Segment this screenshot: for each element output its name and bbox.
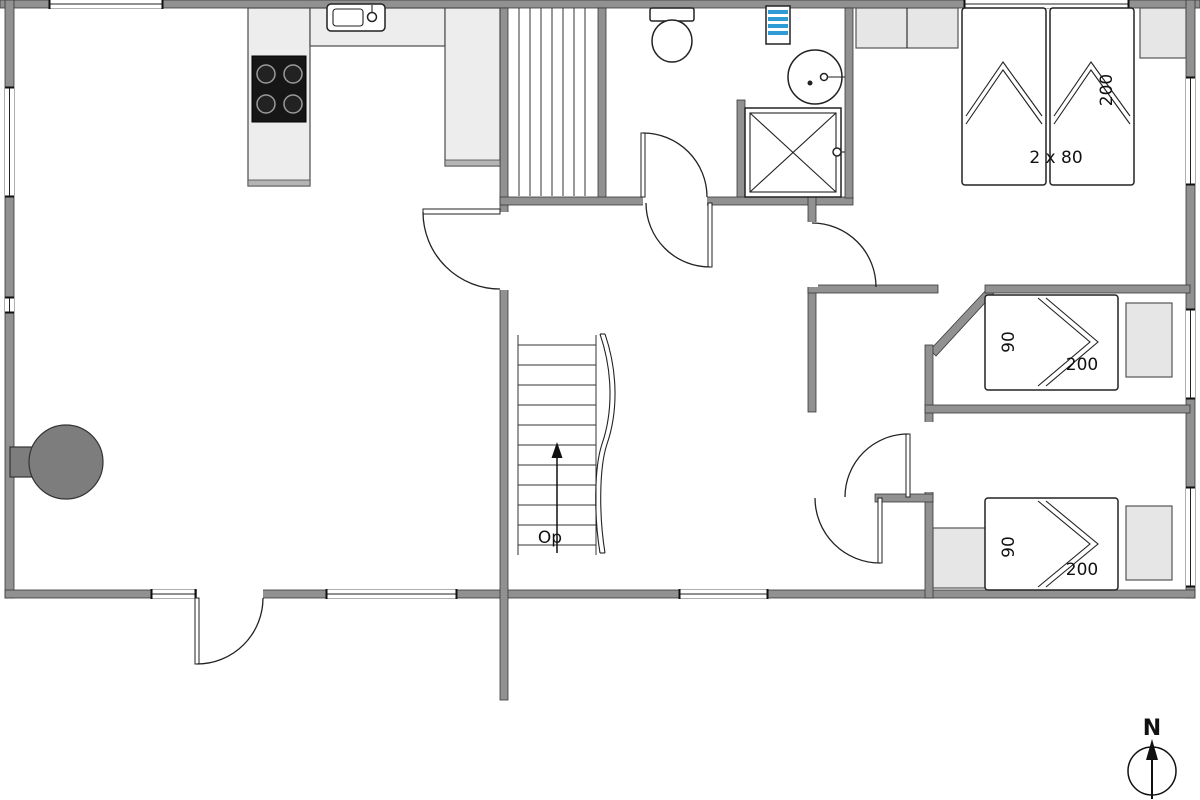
bed-c-width-label: 90 (999, 536, 1019, 558)
bed-a1 (961, 7, 1047, 186)
door-bathroom (645, 202, 713, 268)
window-right-bedroom-a (1186, 76, 1195, 186)
washbasin (787, 49, 845, 105)
bed-b-width-label: 90 (999, 331, 1019, 353)
window-right-bedroom-b (1186, 308, 1195, 400)
counter-end-cap-left (247, 179, 311, 187)
bed-c-length-label: 200 (1066, 560, 1098, 580)
upper-staircase (518, 8, 586, 196)
nightstand-c (1125, 505, 1173, 581)
nightstand-b (1125, 302, 1173, 378)
kitchen-sink (326, 3, 386, 32)
door-bedroom-c (814, 497, 883, 564)
stairs-up-arrow (551, 442, 563, 553)
toilet (649, 7, 695, 63)
bed-a-sizes-label: 2 x 80 (1029, 148, 1082, 168)
wall-stairs-right (597, 7, 607, 199)
stair-handrail (595, 333, 616, 554)
stove (251, 55, 307, 123)
wall-bottom (4, 589, 1196, 599)
stairs-up-label: Op (538, 528, 562, 548)
window-bottom-living (325, 589, 458, 599)
wardrobe (855, 7, 959, 49)
window-left-small (5, 296, 14, 314)
opening-living-room (498, 212, 510, 290)
window-left-large (5, 86, 14, 198)
door-bedroom-b (844, 433, 911, 498)
wall-corridor-stub (874, 493, 934, 503)
doors (194, 132, 911, 665)
nightstand-a (1139, 7, 1187, 59)
lower-staircase: Op (517, 333, 616, 555)
opening-bedroom-a (806, 222, 818, 287)
counter-end-cap-right (444, 159, 501, 167)
bed-a-length-label: 200 (1097, 74, 1117, 106)
wall-hall-vertical (499, 7, 509, 701)
septic-tank (9, 424, 104, 500)
door-wc (640, 132, 708, 198)
door-entrance (194, 597, 264, 665)
kitchen-counter-right (444, 7, 501, 167)
wall-bedroom-a-bottom-left (807, 284, 939, 294)
window-right-bedroom-c (1186, 486, 1195, 588)
compass-rose: N (1127, 716, 1177, 799)
door-openings (197, 195, 935, 600)
windows (5, 0, 1195, 599)
wall-bedrooms-bc-divider (924, 404, 1191, 414)
bed-c (984, 497, 1119, 591)
wall-shower-left (736, 99, 746, 199)
wall-bedroom-a-bottom-right (984, 284, 1191, 294)
door-living-room (422, 208, 501, 290)
north-label: N (1143, 716, 1161, 741)
kitchen (247, 3, 501, 187)
bed-b-length-label: 200 (1066, 355, 1098, 375)
cabinet-c (932, 527, 988, 589)
bed-b (984, 294, 1119, 391)
opening-bedroom-c (923, 422, 935, 492)
window-top-bedroom-a (963, 0, 1130, 9)
bed-a2 (1049, 7, 1135, 186)
compass-arrowhead (1146, 739, 1158, 760)
towel-radiator (765, 5, 791, 45)
window-top-kitchen (48, 0, 164, 9)
door-bedroom-a (811, 222, 877, 288)
window-bottom-hall (678, 589, 769, 599)
opening-wc (643, 195, 707, 207)
wall-bath-bedroom (844, 7, 854, 199)
opening-entrance (197, 588, 263, 600)
shower (744, 107, 845, 198)
window-bottom-small (150, 589, 197, 599)
